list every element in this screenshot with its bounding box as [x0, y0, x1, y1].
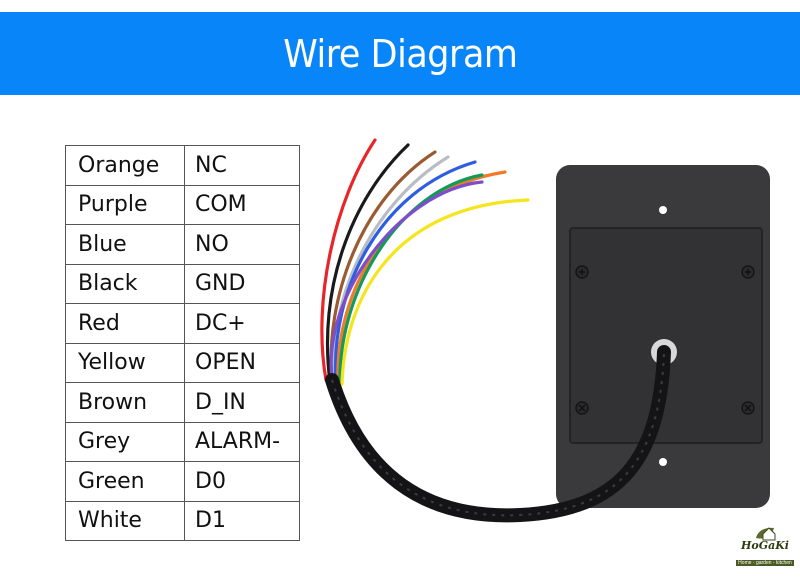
card-reader-device — [320, 138, 770, 523]
wire-function-cell: ALARM- — [184, 421, 300, 462]
page-title: Wire Diagram — [282, 31, 518, 76]
house-leaf-icon — [756, 527, 776, 541]
wire-function-cell: COM — [184, 184, 300, 225]
wire-color-cell: Brown — [65, 382, 185, 423]
wire-black — [325, 143, 410, 384]
wire-color-cell: Yellow — [65, 342, 185, 383]
wire-purple — [329, 180, 484, 386]
wire-orange — [336, 170, 507, 384]
wire-grey — [331, 155, 450, 384]
wire-function-cell: D1 — [184, 500, 300, 541]
mount-hole-top — [659, 206, 667, 214]
logo-tagline: Home - garden - kitchen — [736, 560, 794, 566]
wire-color-cell: Black — [65, 263, 185, 304]
wire-red — [320, 138, 377, 382]
wire-function-cell: DC+ — [184, 303, 300, 344]
wire-color-cell: White — [65, 500, 185, 541]
wire-green — [338, 173, 484, 386]
wire-function-cell: OPEN — [184, 342, 300, 383]
wire-color-cell: Purple — [65, 184, 185, 225]
wire-yellow — [340, 198, 530, 386]
wire-color-cell: Blue — [65, 224, 185, 265]
wire-blue — [333, 160, 477, 384]
wire-function-cell: NO — [184, 224, 300, 265]
wire-function-cell: GND — [184, 263, 300, 304]
brand-logo: HoGaKi Home - garden - kitchen — [730, 520, 800, 578]
logo-name: HoGaKi — [741, 539, 789, 552]
wire-color-cell: Grey — [65, 421, 185, 462]
wire-function-cell: NC — [184, 145, 300, 186]
mount-hole-bottom — [659, 458, 667, 466]
wire-function-cell: D_IN — [184, 382, 300, 423]
cover-panel — [569, 227, 763, 444]
wire-function-cell: D0 — [184, 461, 300, 502]
wire-color-cell: Green — [65, 461, 185, 502]
header-banner: Wire Diagram — [0, 12, 800, 95]
wire-color-cell: Red — [65, 303, 185, 344]
wire-color-cell: Orange — [65, 145, 185, 186]
